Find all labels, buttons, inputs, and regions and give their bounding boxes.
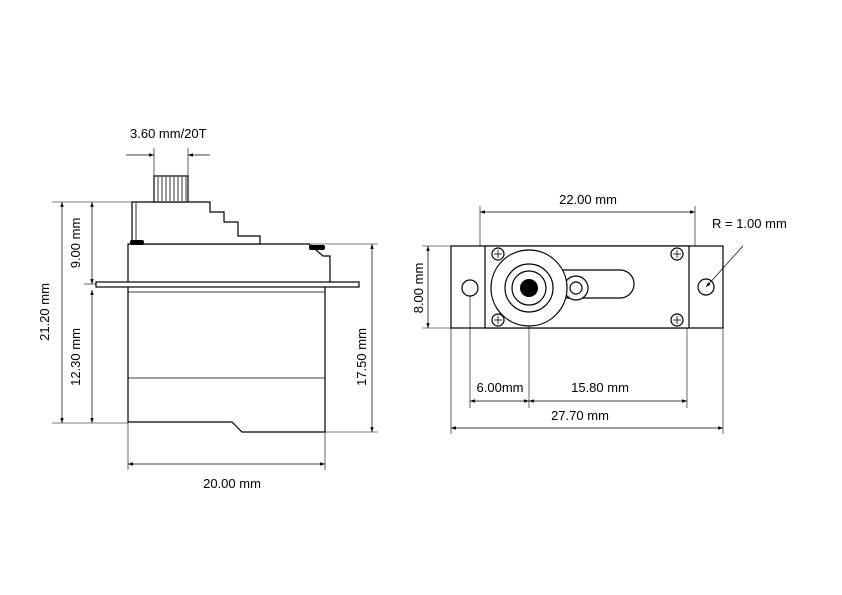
- dim-hole-spacing: 22.00 mm: [479, 192, 696, 246]
- output-shaft: [520, 279, 538, 297]
- dim-lower-height-label: 12.30 mm: [68, 328, 83, 386]
- dim-top-height-label: 9.00 mm: [68, 218, 83, 269]
- dim-total-height-label: 21.20 mm: [37, 283, 52, 341]
- dim-width: 20.00 mm: [127, 422, 326, 491]
- dim-top-height: 9.00 mm: [68, 202, 94, 284]
- dim-spline-label: 3.60 mm/20T: [130, 126, 207, 141]
- marker-left: [130, 240, 144, 245]
- dim-body-height-label: 17.50 mm: [354, 328, 369, 386]
- servo-body: [127, 243, 331, 433]
- spline-teeth: [157, 177, 187, 201]
- dim-hole-spacing-label: 22.00 mm: [559, 192, 617, 207]
- mounting-hole-left: [461, 279, 479, 297]
- dim-shaft-offsets: 6.00mm 15.80 mm: [469, 296, 688, 408]
- dim-spline: 3.60 mm/20T: [126, 126, 210, 176]
- dim-width-label: 20.00 mm: [203, 476, 261, 491]
- output-spline: [153, 175, 189, 203]
- dim-depth: 8.00 mm: [411, 245, 451, 329]
- dim-hole-radius-label: R = 1.00 mm: [712, 216, 787, 231]
- dim-total-length: 27.70 mm: [450, 328, 724, 434]
- top-housing: [131, 201, 261, 245]
- mounting-flange: [95, 281, 360, 288]
- marker-right: [309, 245, 325, 250]
- dim-shaft-to-hole-label: 15.80 mm: [571, 380, 629, 395]
- dim-lower-height: 12.30 mm: [68, 290, 94, 423]
- secondary-gear-hub: [569, 281, 583, 295]
- dim-depth-label: 8.00 mm: [411, 263, 426, 314]
- dim-body-height: 17.50 mm: [260, 243, 378, 433]
- dim-shaft-offset-label: 6.00mm: [477, 380, 524, 395]
- screw-icon: [491, 247, 684, 327]
- dim-hole-radius: R = 1.00 mm: [705, 216, 787, 288]
- side-view: 3.60 mm/20T 21.20 mm 9.00 mm 12.30 mm 17…: [37, 126, 378, 491]
- dim-total-height: 21.20 mm: [37, 202, 64, 423]
- top-view: 22.00 mm R = 1.00 mm 8.00 mm 6.00mm 15.8…: [411, 192, 787, 434]
- dim-total-length-label: 27.70 mm: [551, 408, 609, 423]
